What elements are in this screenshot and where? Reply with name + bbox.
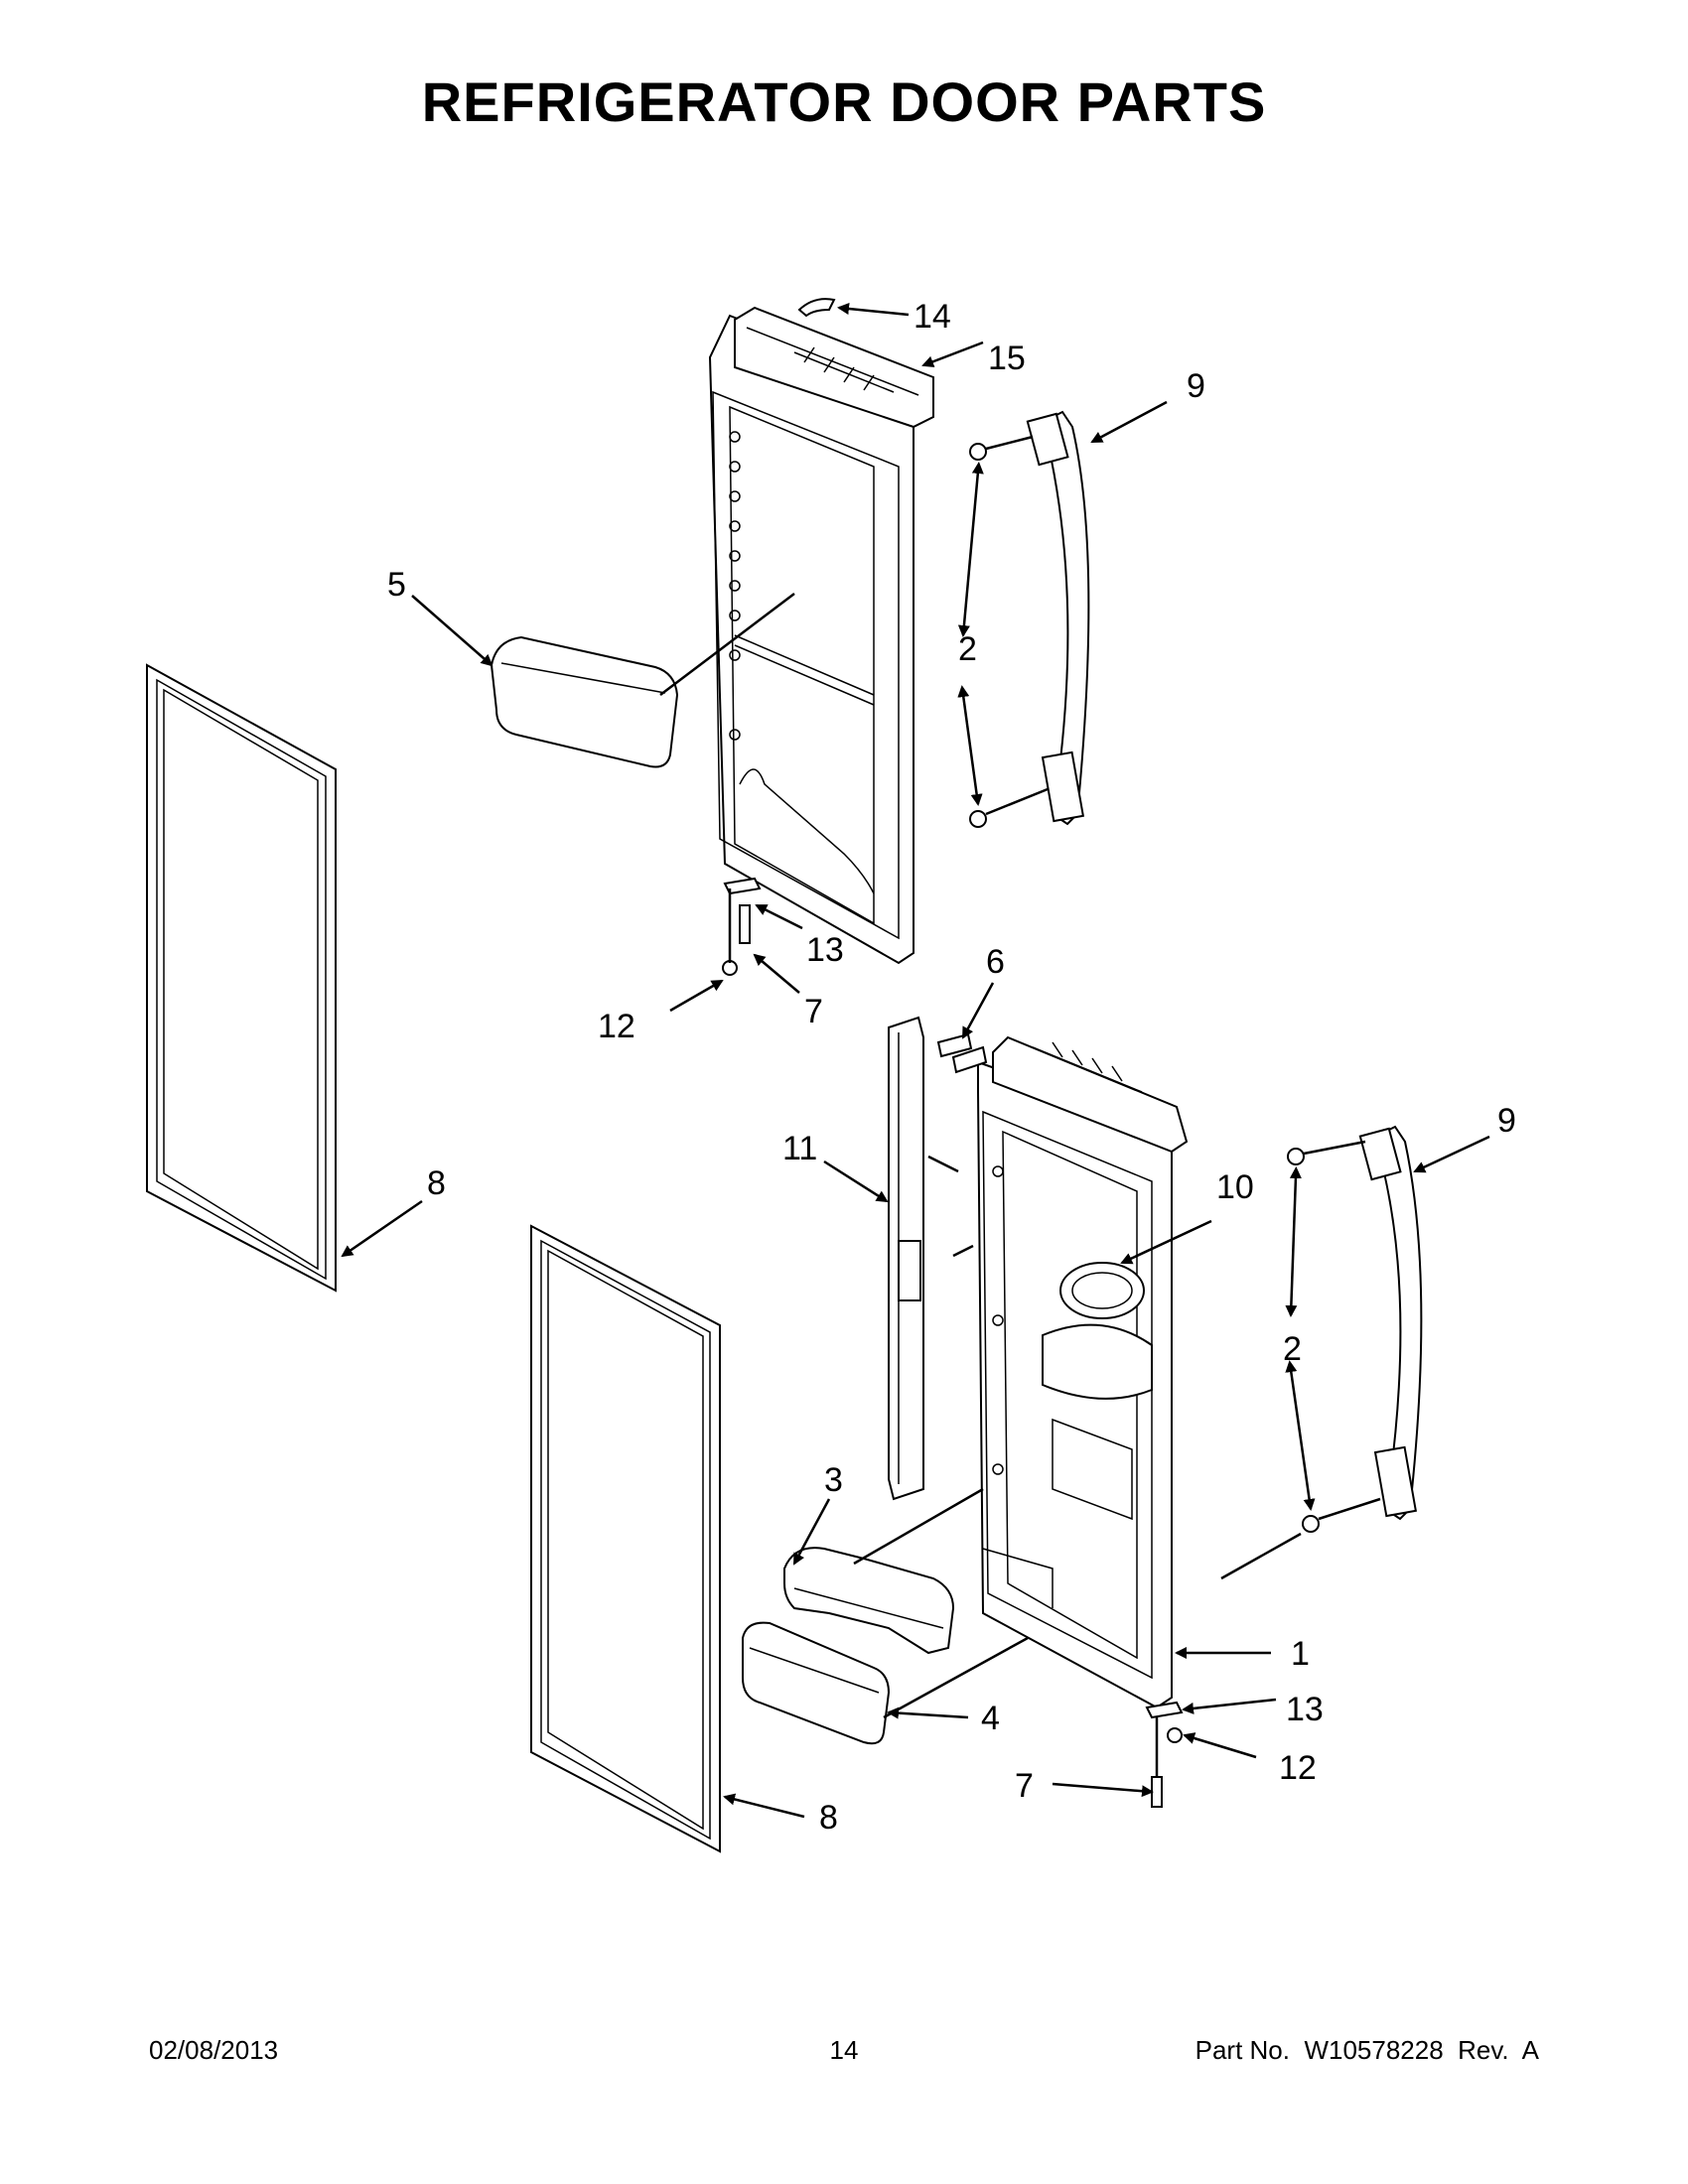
callout-12-upper: 12 bbox=[598, 1008, 635, 1045]
part-9-lower-handle bbox=[1287, 1125, 1423, 1533]
callout-1: 1 bbox=[1291, 1635, 1310, 1673]
part-8-lower-gasket bbox=[530, 1224, 721, 1853]
callout-4: 4 bbox=[981, 1700, 1000, 1737]
footer-page-number: 14 bbox=[829, 2035, 859, 2065]
footer-date: 02/08/2013 bbox=[149, 2035, 279, 2065]
lower-hinge-hardware bbox=[1145, 1701, 1184, 1808]
callout-12-lower: 12 bbox=[1279, 1749, 1317, 1787]
part-14-cap bbox=[797, 298, 836, 318]
callout-8-lower: 8 bbox=[819, 1799, 838, 1837]
part-9-upper-handle bbox=[969, 410, 1090, 828]
callout-2-upper: 2 bbox=[958, 630, 977, 668]
part-11-trim-strip bbox=[888, 1016, 924, 1501]
part-3-dispenser-bin bbox=[783, 1547, 955, 1655]
callout-2-lower: 2 bbox=[1283, 1330, 1302, 1368]
callout-10: 10 bbox=[1216, 1168, 1254, 1206]
callout-15: 15 bbox=[988, 340, 1026, 377]
callout-labels: 14 15 9 5 2 13 12 7 6 8 11 9 10 2 3 1 4 … bbox=[387, 298, 1516, 1837]
assembly-leader-lines bbox=[853, 1155, 1302, 1719]
footer-part-number: Part No. W10578228 Rev. A bbox=[1195, 2035, 1539, 2065]
callout-7-lower: 7 bbox=[1015, 1767, 1034, 1805]
callout-7-upper: 7 bbox=[804, 993, 823, 1030]
part-1-lower-door-liner bbox=[977, 1035, 1189, 1709]
callout-11: 11 bbox=[782, 1130, 817, 1167]
callout-13-upper: 13 bbox=[806, 931, 844, 969]
callout-6: 6 bbox=[986, 943, 1005, 981]
callout-9-lower: 9 bbox=[1497, 1102, 1516, 1140]
callout-5: 5 bbox=[387, 566, 406, 604]
callout-3: 3 bbox=[824, 1461, 843, 1499]
upper-door-liner bbox=[708, 306, 934, 965]
upper-hinge-hardware bbox=[722, 877, 762, 976]
page-title: REFRIGERATOR DOOR PARTS bbox=[421, 70, 1267, 133]
callout-9-upper: 9 bbox=[1187, 367, 1205, 405]
callout-arrows bbox=[341, 303, 1490, 1819]
part-8-upper-gasket bbox=[146, 663, 337, 1293]
part-5-door-bin bbox=[490, 593, 795, 768]
callout-8-upper: 8 bbox=[427, 1164, 446, 1202]
part-4-door-bin bbox=[742, 1621, 891, 1745]
callout-14: 14 bbox=[914, 298, 951, 336]
part-6-screw bbox=[936, 1032, 988, 1074]
callout-13-lower: 13 bbox=[1286, 1691, 1324, 1728]
